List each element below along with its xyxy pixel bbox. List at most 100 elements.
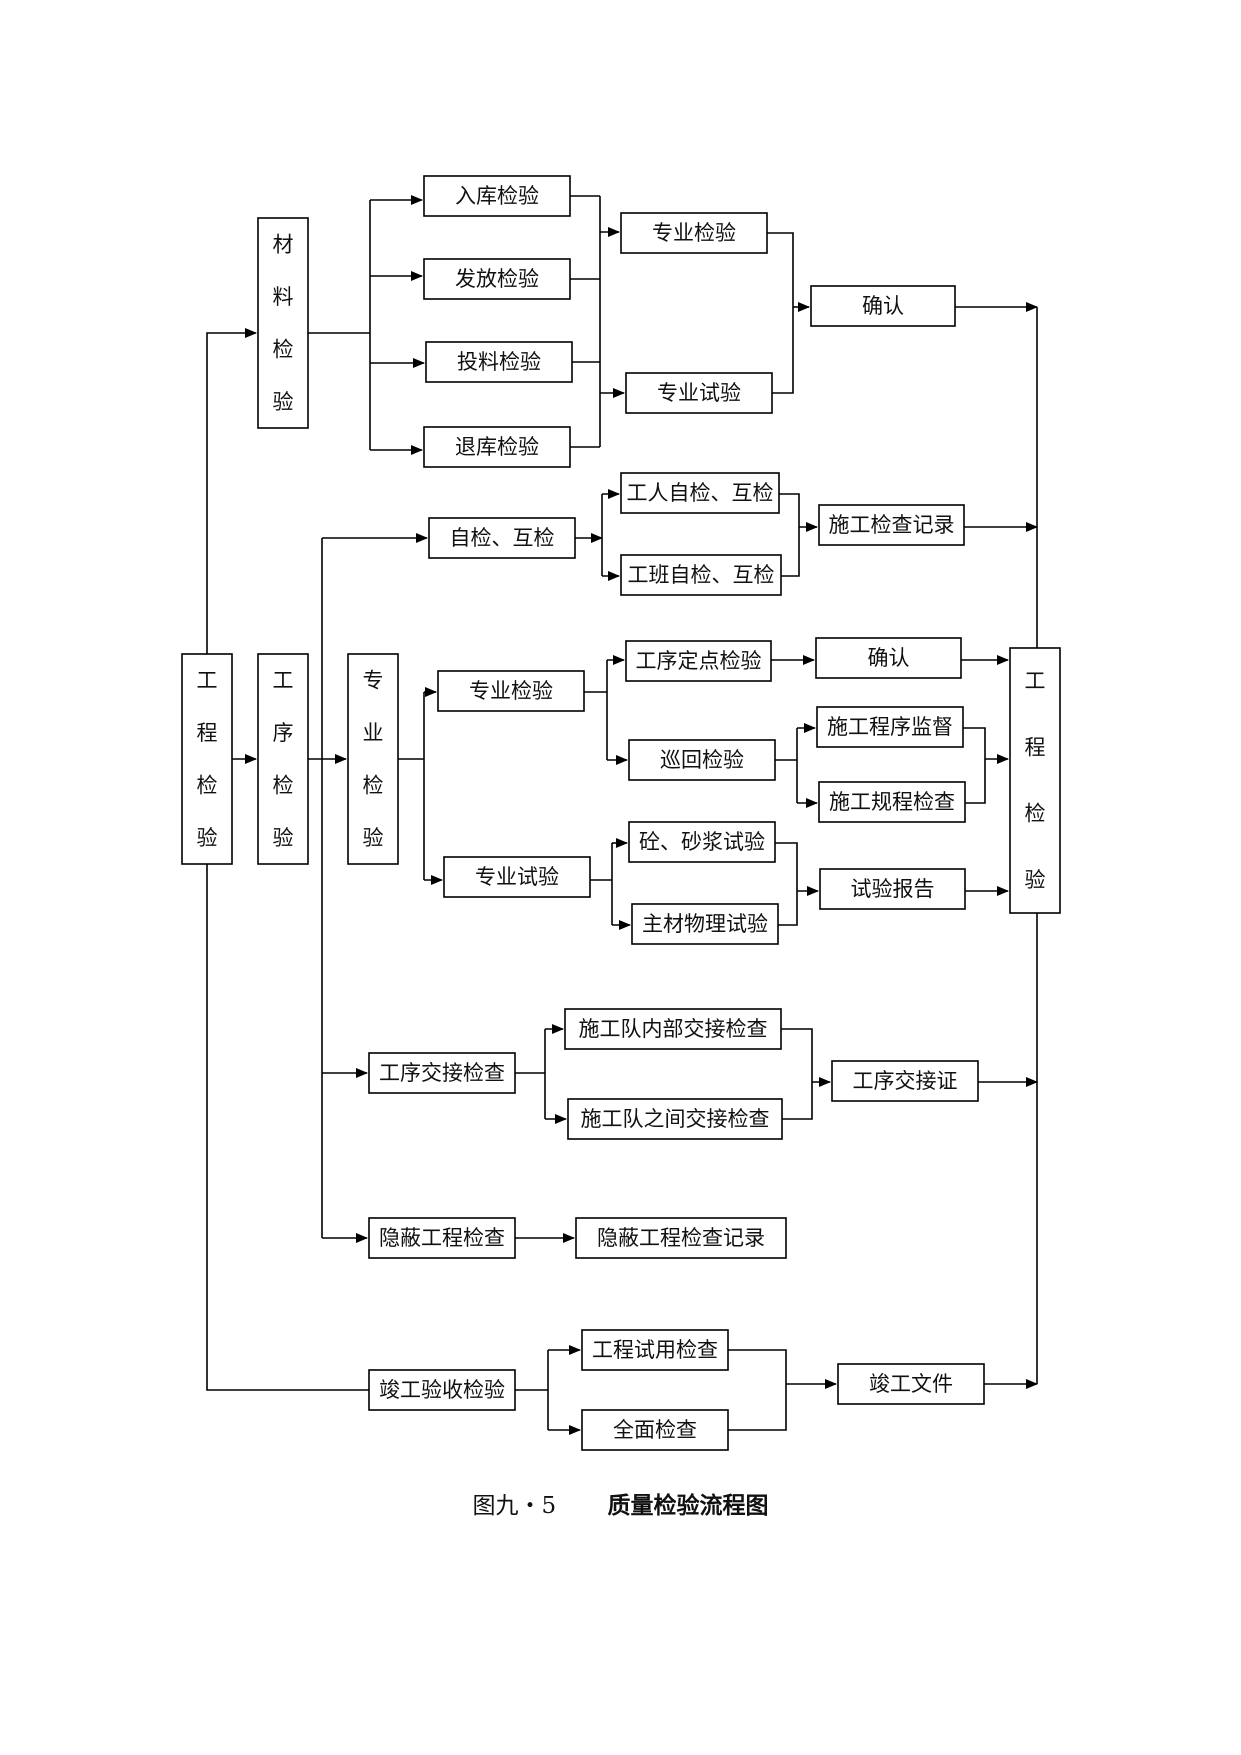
- box-touliao: 投料检验: [425, 341, 573, 383]
- box-zhuanye-jy-top: 专业检验: [620, 212, 768, 254]
- connector-line: [781, 1028, 813, 1120]
- box-label: 隐蔽工程检查记录: [597, 1226, 765, 1250]
- box-label-char: 序: [273, 721, 294, 745]
- box-label-char: 检: [273, 773, 294, 797]
- box-label: 专业试验: [657, 381, 741, 405]
- box-yinbi: 隐蔽工程检查: [368, 1217, 516, 1259]
- box-frame: [423, 258, 571, 300]
- box-label-char: 验: [1025, 868, 1046, 892]
- box-label-char: 程: [197, 721, 218, 745]
- box-label: 入库检验: [455, 184, 539, 208]
- box-label: 施工队之间交接检查: [581, 1107, 770, 1131]
- box-jiaojie: 工序交接检查: [368, 1052, 516, 1094]
- box-frame: [581, 1329, 729, 1371]
- figure-number: 图九・5: [472, 1493, 557, 1519]
- box-frame: [581, 1409, 729, 1451]
- box-label: 工序交接证: [853, 1069, 958, 1093]
- connector-line: [775, 842, 798, 926]
- box-label-char: 程: [1025, 735, 1046, 759]
- box-frame: [423, 426, 571, 468]
- box-label: 自检、互检: [450, 526, 555, 550]
- box-frame: [815, 637, 962, 679]
- box-jungong-wj: 竣工文件: [837, 1363, 985, 1405]
- box-frame: [181, 653, 233, 865]
- box-yinbi-jl: 隐蔽工程检查记录: [575, 1217, 787, 1259]
- box-label: 隐蔽工程检查: [379, 1226, 505, 1250]
- box-fafang: 发放检验: [423, 258, 571, 300]
- box-label: 施工队内部交接检查: [579, 1017, 768, 1041]
- box-label: 确认: [868, 646, 910, 670]
- box-queren-mid: 确认: [815, 637, 962, 679]
- box-label: 试验报告: [851, 877, 935, 901]
- box-zhuanye-sy-top: 专业试验: [625, 372, 773, 414]
- box-label-char: 验: [273, 390, 294, 414]
- box-label: 竣工文件: [869, 1372, 953, 1396]
- figure-title: 质量检验流程图: [607, 1492, 769, 1519]
- connector-line: [728, 1349, 787, 1431]
- box-label-char: 检: [1025, 802, 1046, 826]
- box-frame: [575, 1217, 787, 1259]
- box-frame: [628, 739, 776, 781]
- box-label: 退库检验: [455, 435, 539, 459]
- box-zhuanye-v: 专业检验: [347, 653, 399, 865]
- connector-arrow: [206, 328, 257, 654]
- box-frame: [1009, 647, 1061, 914]
- box-gongban: 工班自检、互检: [620, 554, 782, 596]
- box-tong: 砼、砂浆试验: [628, 821, 776, 863]
- box-frame: [628, 821, 776, 863]
- box-frame: [810, 285, 956, 327]
- box-zhuanye-jy: 专业检验: [437, 670, 585, 712]
- box-label-char: 业: [363, 721, 384, 745]
- connector-line: [767, 232, 794, 394]
- box-frame: [831, 1060, 979, 1102]
- box-frame: [368, 1369, 516, 1411]
- box-label: 工班自检、互检: [628, 563, 775, 587]
- box-label: 施工检查记录: [829, 513, 955, 537]
- box-label-char: 材: [273, 232, 294, 256]
- box-label: 工程试用检查: [592, 1338, 718, 1362]
- box-label: 全面检查: [613, 1418, 697, 1442]
- box-frame: [257, 653, 309, 865]
- box-label: 投料检验: [457, 350, 541, 374]
- box-frame: [819, 868, 966, 910]
- connector-line: [206, 864, 369, 1391]
- box-frame: [564, 1008, 782, 1050]
- box-frame: [620, 472, 780, 514]
- box-label-char: 检: [197, 773, 218, 797]
- box-frame: [423, 175, 571, 217]
- box-zhijian: 施工队之间交接检查: [567, 1098, 783, 1140]
- box-jiaojie-zheng: 工序交接证: [831, 1060, 979, 1102]
- box-label: 工人自检、互检: [627, 481, 774, 505]
- box-xunhui: 巡回检验: [628, 739, 776, 781]
- box-frame: [818, 504, 965, 546]
- box-label: 确认: [862, 294, 904, 318]
- box-label-char: 验: [363, 826, 384, 850]
- box-guicheng: 施工规程检查: [818, 781, 966, 823]
- box-gongren: 工人自检、互检: [620, 472, 780, 514]
- box-neibu: 施工队内部交接检查: [564, 1008, 782, 1050]
- box-baogao: 试验报告: [819, 868, 966, 910]
- box-label: 砼、砂浆试验: [639, 830, 765, 854]
- box-label: 施工程序监督: [827, 715, 953, 739]
- box-frame: [368, 1217, 516, 1259]
- box-label-char: 检: [363, 773, 384, 797]
- box-frame: [620, 554, 782, 596]
- box-frame: [631, 903, 779, 945]
- box-frame: [368, 1052, 516, 1094]
- box-frame: [425, 341, 573, 383]
- figure-caption: 图九・5 质量检验流程图: [0, 1486, 1241, 1520]
- box-dingdian: 工序定点检验: [625, 640, 772, 682]
- box-chengxu: 施工程序监督: [816, 706, 964, 748]
- box-label: 巡回检验: [660, 748, 744, 772]
- box-frame: [620, 212, 768, 254]
- box-label: 专业检验: [469, 679, 553, 703]
- box-jungong: 竣工验收检验: [368, 1369, 516, 1411]
- box-label: 竣工验收检验: [379, 1378, 505, 1402]
- box-label: 发放检验: [455, 267, 539, 291]
- box-frame: [567, 1098, 783, 1140]
- box-zhucai: 主材物理试验: [631, 903, 779, 945]
- box-frame: [443, 856, 591, 898]
